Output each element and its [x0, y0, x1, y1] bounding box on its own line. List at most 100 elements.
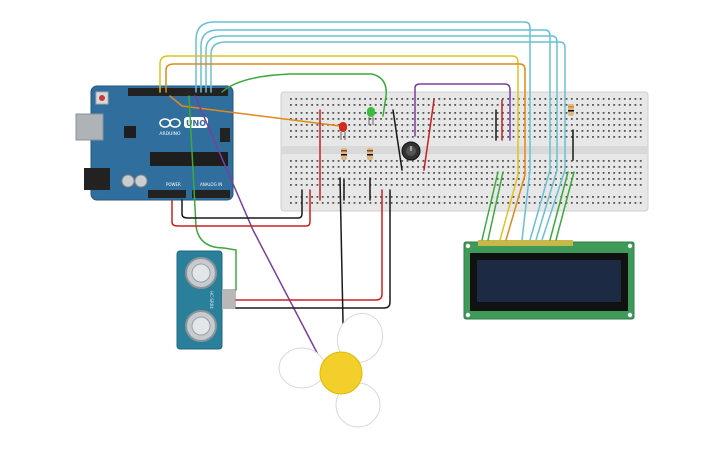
breadboard-hole: [332, 166, 335, 168]
resistor-3[interactable]: [568, 104, 574, 116]
breadboard-hole: [618, 160, 621, 162]
breadboard-hole: [411, 124, 414, 126]
breadboard-hole: [491, 118, 494, 120]
breadboard-hole: [343, 178, 345, 180]
breadboard-hole: [475, 196, 478, 198]
resistor-1[interactable]: [341, 148, 347, 160]
breadboard-hole: [486, 124, 488, 126]
breadboard-hole: [390, 98, 393, 100]
breadboard-hole: [523, 130, 525, 132]
breadboard-hole: [602, 166, 605, 168]
breadboard-hole: [401, 202, 404, 204]
breadboard-hole: [380, 98, 382, 100]
breadboard-hole: [470, 112, 472, 114]
breadboard-hole: [449, 202, 451, 204]
green-led[interactable]: [367, 107, 375, 125]
breadboard-hole: [401, 160, 404, 162]
potentiometer[interactable]: [401, 141, 421, 161]
breadboard-hole: [602, 98, 605, 100]
breadboard-hole: [358, 160, 361, 162]
breadboard-hole: [390, 178, 393, 180]
breadboard-hole: [390, 196, 393, 198]
breadboard-hole: [613, 166, 616, 168]
breadboard-hole: [512, 136, 515, 138]
breadboard-hole: [390, 118, 393, 120]
breadboard-hole: [623, 130, 626, 132]
breadboard-hole: [300, 172, 303, 174]
ultrasonic-sensor[interactable]: HC-SR04: [176, 250, 236, 350]
breadboard-hole: [586, 130, 589, 132]
breadboard-hole: [406, 172, 409, 174]
lcd-display[interactable]: [463, 240, 635, 320]
wire-orange-led: [169, 95, 341, 127]
arduino-uno[interactable]: UNO ARDUINO POWER ANALOG IN: [75, 85, 234, 201]
breadboard-hole: [290, 202, 292, 204]
breadboard-hole: [443, 196, 446, 198]
breadboard-hole: [586, 184, 589, 186]
breadboard-hole: [316, 172, 319, 174]
breadboard-hole: [502, 112, 504, 114]
breadboard-hole: [475, 160, 478, 162]
breadboard-hole: [396, 112, 398, 114]
breadboard-hole: [295, 178, 298, 180]
breadboard-hole: [618, 98, 621, 100]
breadboard-hole: [486, 160, 488, 162]
breadboard-hole: [496, 118, 499, 120]
breadboard-hole: [639, 202, 642, 204]
breadboard-hole: [411, 166, 414, 168]
breadboard-hole: [639, 196, 642, 198]
breadboard-hole: [411, 202, 414, 204]
breadboard-hole: [364, 136, 366, 138]
resistor-2[interactable]: [367, 148, 373, 160]
breadboard-hole: [581, 98, 584, 100]
breadboard-hole: [639, 112, 642, 114]
breadboard-hole: [374, 136, 377, 138]
breadboard-hole: [427, 104, 430, 106]
breadboard-hole: [401, 112, 404, 114]
breadboard-hole: [491, 172, 494, 174]
breadboard-hole: [512, 112, 515, 114]
breadboard-hole: [523, 104, 525, 106]
breadboard-hole: [411, 104, 414, 106]
breadboard-hole: [634, 184, 637, 186]
breadboard-hole: [348, 196, 351, 198]
breadboard-hole: [576, 202, 578, 204]
breadboard-hole: [533, 202, 536, 204]
breadboard-hole: [449, 118, 451, 120]
breadboard-hole: [401, 118, 404, 120]
breadboard-hole: [316, 202, 319, 204]
breadboard-hole: [512, 130, 515, 132]
breadboard-hole: [618, 172, 621, 174]
breadboard-hole: [311, 178, 313, 180]
wire-orange: [165, 63, 526, 176]
breadboard-hole: [454, 104, 457, 106]
breadboard-hole: [459, 112, 462, 114]
breadboard-hole: [523, 118, 525, 120]
wire-green-top: [221, 73, 387, 117]
breadboard-hole: [507, 112, 510, 114]
breadboard-hole: [602, 172, 605, 174]
breadboard-hole: [586, 172, 589, 174]
breadboard-hole: [597, 118, 600, 120]
breadboard-hole: [475, 130, 478, 132]
breadboard-hole: [449, 178, 451, 180]
breadboard-hole: [454, 172, 457, 174]
breadboard-hole: [332, 196, 335, 198]
breadboard-hole: [480, 202, 483, 204]
breadboard-hole: [523, 172, 525, 174]
breadboard-hole: [570, 130, 573, 132]
breadboard-hole: [623, 202, 626, 204]
breadboard-hole: [316, 118, 319, 120]
breadboard[interactable]: [280, 91, 649, 212]
breadboard-hole: [544, 130, 547, 132]
breadboard-hole: [592, 124, 594, 126]
breadboard-hole: [358, 112, 361, 114]
breadboard-hole: [613, 172, 616, 174]
red-led[interactable]: [339, 122, 347, 140]
breadboard-hole: [348, 184, 351, 186]
breadboard-hole: [327, 112, 329, 114]
breadboard-hole: [374, 202, 377, 204]
breadboard-hole: [427, 112, 430, 114]
breadboard-hole: [570, 202, 573, 204]
servo-motor[interactable]: [278, 306, 391, 428]
